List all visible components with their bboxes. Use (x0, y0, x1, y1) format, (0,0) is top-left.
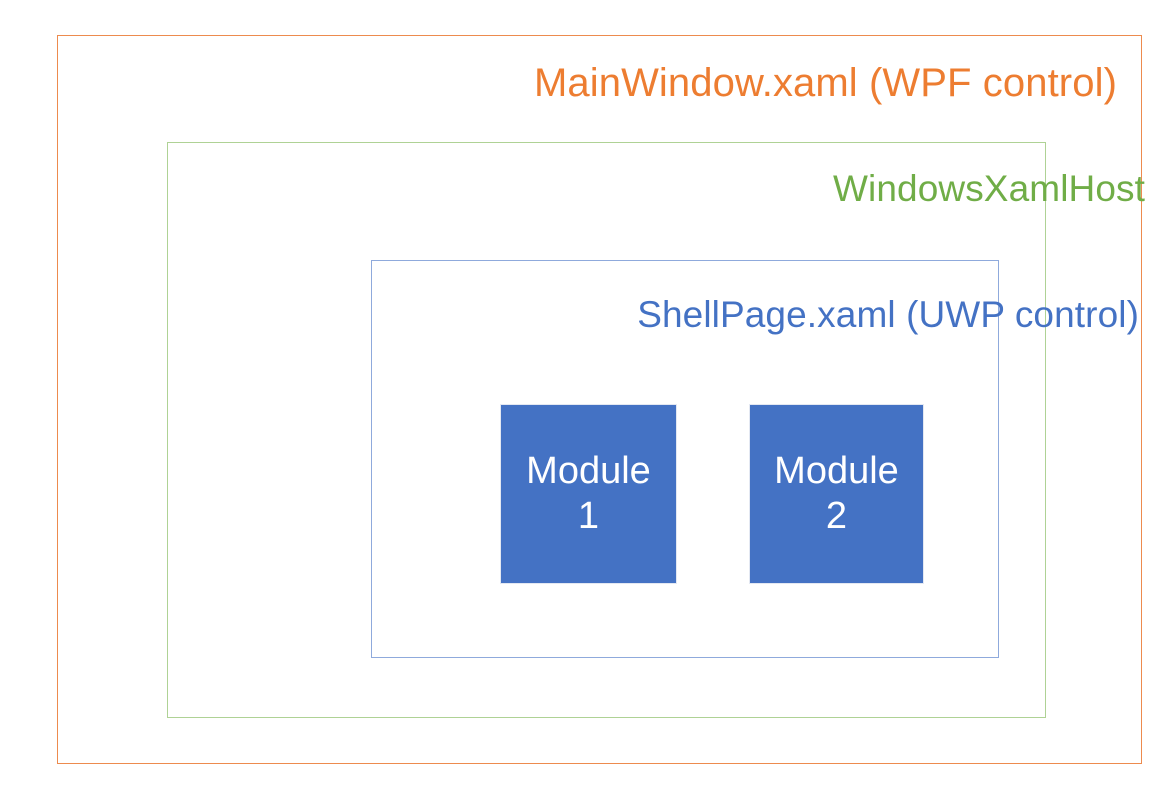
module-1-name: Module (526, 450, 651, 493)
module-block-1: Module 1 (501, 405, 676, 583)
label-mainwindow-xaml: MainWindow.xaml (WPF control) (533, 61, 1117, 105)
label-shellpage-xaml: ShellPage.xaml (UWP control) (637, 294, 1139, 335)
module-2-number: 2 (825, 495, 848, 537)
module-2-name: Module (774, 450, 899, 493)
label-windowsxamlhost: WindowsXamlHost (833, 168, 1145, 209)
container-shellpage-xaml (371, 260, 999, 658)
container-windowsxamlhost (167, 142, 1046, 718)
container-mainwindow-xaml (57, 35, 1142, 764)
module-1-number: 1 (577, 495, 600, 537)
module-block-2: Module 2 (750, 405, 923, 583)
